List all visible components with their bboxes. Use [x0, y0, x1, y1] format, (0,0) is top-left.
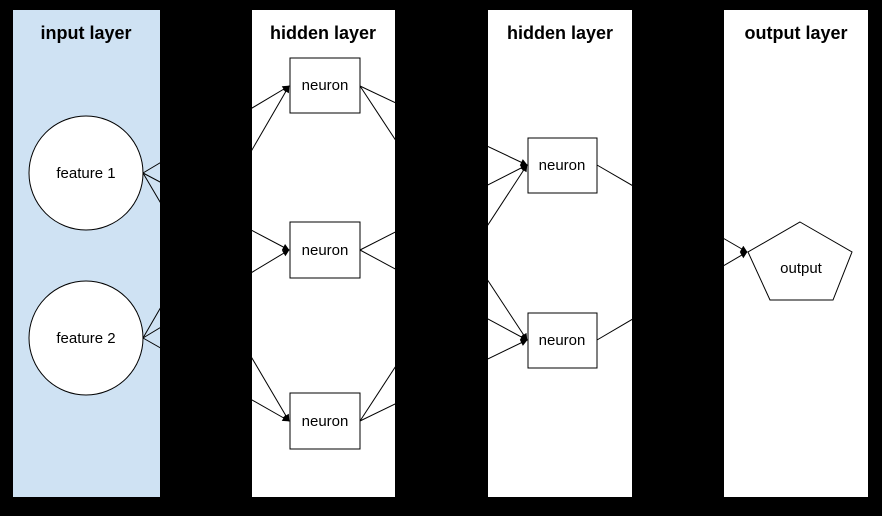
edge-feature1-to-h1n1	[142, 85, 290, 174]
hidden2-neuron-2-node	[527, 312, 598, 369]
nodes: feature 1 feature 2 neuron neuron neuron…	[28, 57, 853, 450]
edge-h2n2-to-output	[596, 251, 748, 341]
edge-h1n2-to-h2n1	[359, 164, 528, 251]
edge-h1n1-to-h2n1	[359, 85, 528, 166]
hidden-layer-2-panel	[488, 10, 632, 497]
edge-h1n1-to-h2n2	[359, 85, 528, 341]
hidden1-neuron-3-label: neuron	[302, 413, 349, 430]
feature-2-label: feature 2	[56, 330, 115, 347]
hidden2-neuron-1-label: neuron	[539, 157, 586, 174]
layer-panels: input layer hidden layer hidden layer ou…	[13, 10, 868, 497]
output-label: output	[780, 260, 823, 277]
hidden1-neuron-2-node	[289, 221, 361, 279]
input-layer-panel	[13, 10, 160, 497]
hidden1-neuron-3-node	[289, 392, 361, 450]
edge-feature1-to-h1n3	[142, 172, 290, 422]
hidden2-neuron-1-node	[527, 137, 598, 194]
edge-h1n3-to-h2n2	[359, 339, 528, 422]
output-node	[747, 221, 853, 301]
hidden1-neuron-2-label: neuron	[302, 242, 349, 259]
hidden2-neuron-2-label: neuron	[539, 332, 586, 349]
hidden-layer-2-title: hidden layer	[507, 23, 613, 43]
edge-h1n2-to-h2n2	[359, 249, 528, 341]
edge-feature2-to-h1n3	[142, 337, 290, 422]
hidden-layer-1-title: hidden layer	[270, 23, 376, 43]
hidden1-neuron-1-label: neuron	[302, 77, 349, 94]
feature-1-label: feature 1	[56, 165, 115, 182]
edge-feature2-to-h1n2	[142, 249, 290, 339]
edge-feature2-to-h1n1	[142, 85, 290, 339]
input-layer-title: input layer	[40, 23, 131, 43]
output-layer-title: output layer	[744, 23, 847, 43]
hidden1-neuron-1-node	[289, 57, 361, 114]
edges	[142, 85, 748, 422]
edge-h2n1-to-output	[596, 164, 748, 253]
edge-h1n3-to-h2n1	[359, 164, 528, 422]
